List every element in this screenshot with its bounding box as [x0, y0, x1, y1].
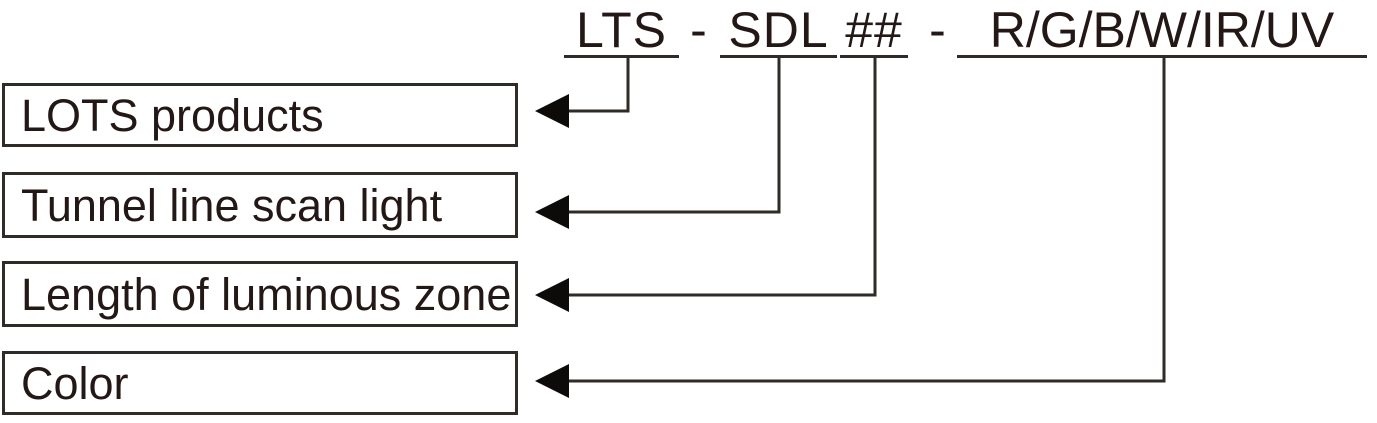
arrowhead-color-icon [535, 364, 569, 398]
legend-label: Tunnel line scan light [21, 179, 443, 231]
legend-box-tunnel-line-scan-light: Tunnel line scan light [2, 172, 518, 238]
arrowhead-length-icon [535, 278, 569, 312]
arrowhead-lots-products-icon [535, 94, 569, 128]
code-segment-color-options: R/G/B/W/IR/UV [957, 0, 1367, 58]
connector-line-color [567, 57, 1166, 383]
legend-box-lots-products: LOTS products [2, 83, 518, 147]
code-segment-length-placeholder: ## [840, 0, 908, 58]
connector-line-sdl [567, 57, 781, 214]
connector-line-length [567, 57, 877, 297]
legend-box-color: Color [2, 351, 518, 415]
legend-label: LOTS products [21, 89, 324, 141]
code-separator-2: - [929, 2, 947, 58]
code-segment-lts: LTS [564, 0, 679, 58]
connector-line-lts [567, 57, 630, 113]
legend-label: Length of luminous zone [21, 268, 512, 320]
code-segment-sdl: SDL [720, 0, 837, 58]
code-separator-1: - [690, 2, 708, 58]
legend-label: Color [21, 357, 129, 409]
arrowhead-tunnel-line-icon [535, 195, 569, 229]
legend-box-length-of-luminous-zone: Length of luminous zone [2, 261, 518, 327]
